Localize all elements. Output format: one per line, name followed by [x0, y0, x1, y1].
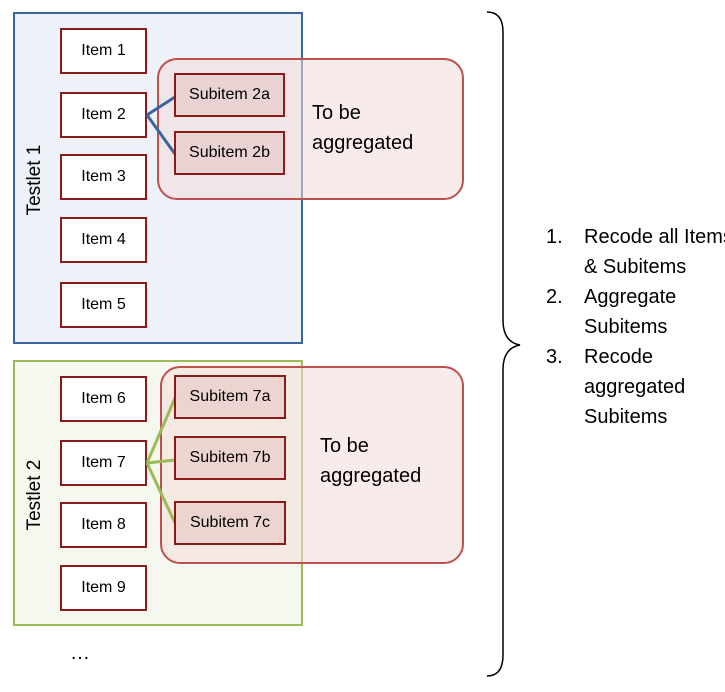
connector-line [146, 95, 176, 117]
aggregation-label-1: To be aggregated [312, 102, 414, 154]
step-text: Aggregate Subitems [584, 286, 677, 338]
curly-brace [486, 11, 521, 677]
subitem-box: Subitem 7a [174, 375, 286, 419]
step-text: Recode aggregated Subitems [584, 346, 686, 428]
ellipsis: … [70, 642, 90, 664]
item-box: Item 2 [60, 92, 147, 138]
item-box: Item 9 [60, 565, 147, 611]
step-item: 3. Recode aggregated Subitems [546, 342, 725, 432]
step-number: 1. [546, 226, 563, 248]
connector-line [145, 397, 177, 464]
aggregation-label-2: To be aggregated [320, 435, 422, 487]
item-box: Item 6 [60, 376, 147, 422]
item-box: Item 7 [60, 440, 147, 486]
item-box: Item 1 [60, 28, 147, 74]
item-box: Item 5 [60, 282, 147, 328]
subitem-box: Subitem 2b [174, 131, 285, 175]
step-text: Recode all Items & Subitems [584, 226, 725, 278]
step-number: 2. [546, 286, 563, 308]
step-item: 2. Aggregate Subitems [546, 282, 725, 342]
item-box: Item 8 [60, 502, 147, 548]
connector-line [146, 458, 176, 465]
connector-line [145, 462, 177, 524]
step-item: 1. Recode all Items & Subitems [546, 222, 725, 282]
item-box: Item 4 [60, 217, 147, 263]
step-number: 3. [546, 346, 563, 368]
item-box: Item 3 [60, 154, 147, 200]
subitem-box: Subitem 7c [174, 501, 286, 545]
connector-line [145, 114, 177, 155]
steps-list: 1. Recode all Items & Subitems 2. Aggreg… [546, 222, 725, 432]
subitem-box: Subitem 7b [174, 436, 286, 480]
subitem-box: Subitem 2a [174, 73, 285, 117]
